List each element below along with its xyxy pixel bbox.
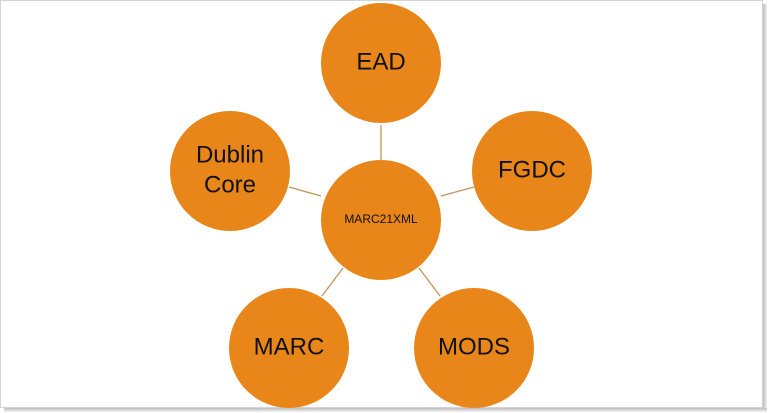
connector-mods [418, 267, 441, 297]
connector-dublin-core [288, 186, 322, 197]
node-ead: EAD [321, 3, 441, 123]
connector-fgdc [440, 186, 475, 197]
connector-marc [321, 267, 344, 297]
node-fgdc-label: FGDC [498, 156, 566, 183]
node-ead-label: EAD [356, 48, 405, 75]
node-fgdc: FGDC [472, 111, 592, 231]
node-center: MARC21XML [321, 160, 441, 280]
node-mods: MODS [414, 288, 534, 408]
node-dublin-core-label-line-1: Dublin [196, 141, 264, 168]
node-dublin-core-label-line-2: Core [204, 171, 256, 198]
node-marc-label: MARC [254, 333, 325, 360]
node-marc: MARC [229, 288, 349, 408]
frame-shadow-right [763, 4, 767, 409]
node-mods-label: MODS [438, 333, 510, 360]
node-center-label: MARC21XML [344, 212, 418, 226]
frame-shadow-bottom [4, 408, 767, 412]
node-dublin-core: Dublin Core [170, 111, 290, 231]
